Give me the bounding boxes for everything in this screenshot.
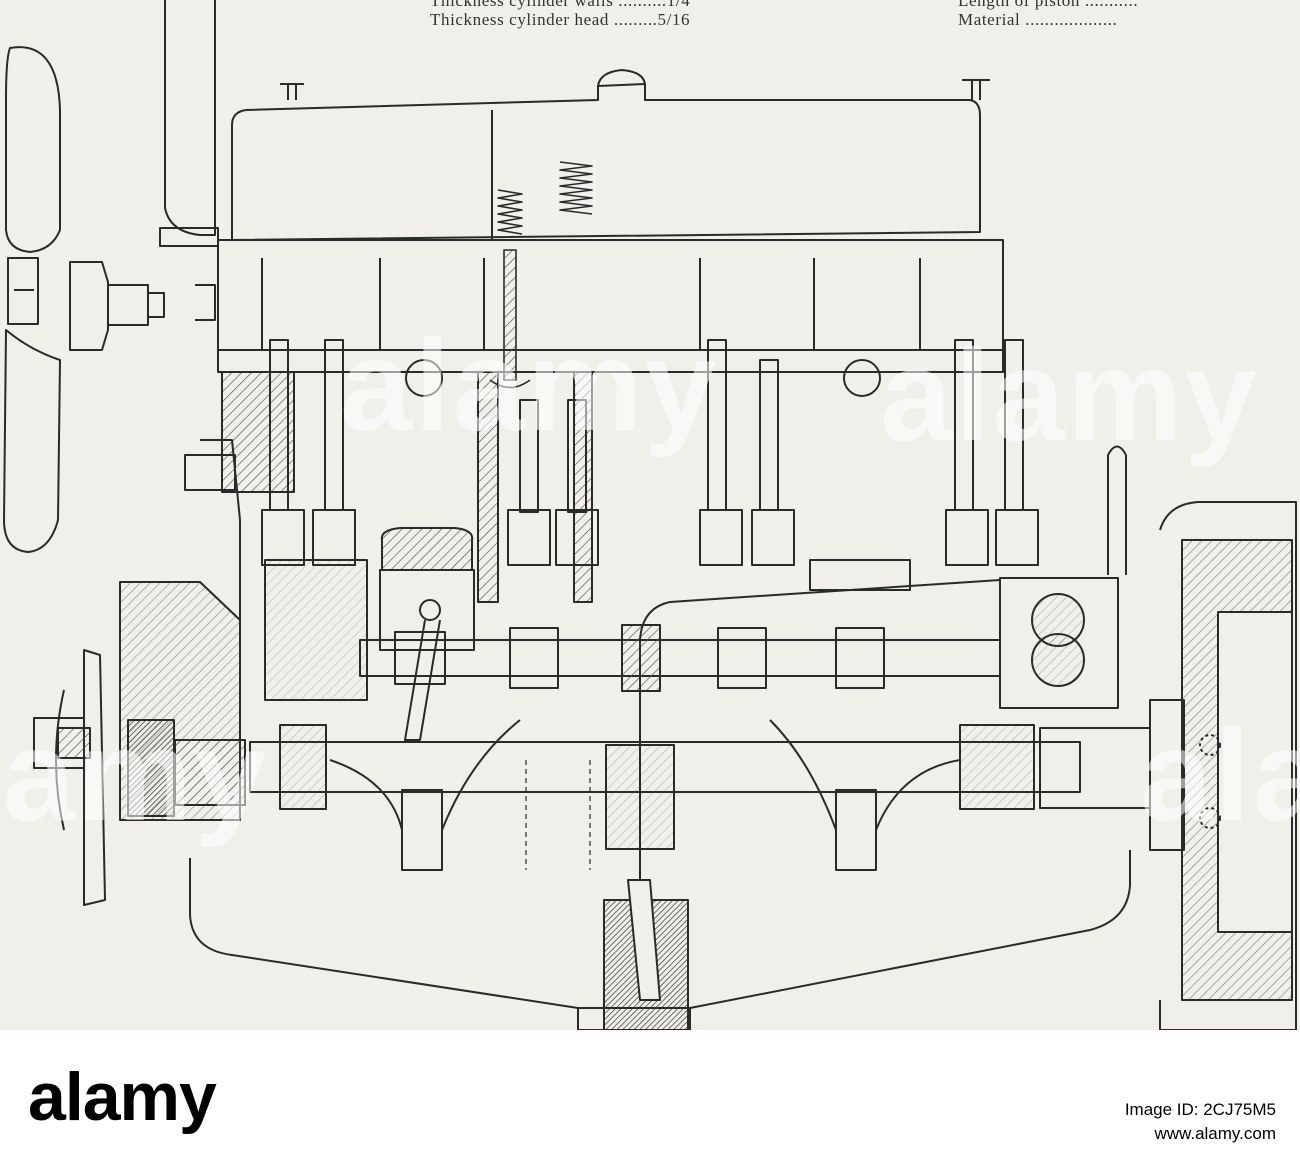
image-id-label: Image ID: 2CJ75M5	[1124, 1100, 1276, 1119]
oil-pan	[189, 850, 1131, 1030]
watermark-text: alamy	[0, 702, 269, 848]
oil-pump	[999, 445, 1127, 709]
oil-dipstick-tube	[639, 579, 1001, 880]
spec-label: Length of piston	[958, 0, 1080, 10]
watermark-text: alamy	[880, 322, 1259, 468]
spec-value: 1/4	[666, 0, 691, 10]
spec-label: Thickness cylinder walls	[430, 0, 614, 10]
spec-row-piston-length: Length of piston ...........	[958, 0, 1138, 10]
crankshaft	[249, 719, 1151, 871]
pistons	[379, 527, 911, 741]
valve-springs	[489, 161, 593, 389]
spec-value: 5/16	[657, 10, 691, 29]
watermark-text: alamy	[340, 312, 719, 458]
spec-row-material: Material ...................	[958, 10, 1118, 29]
alamy-logo: alamy	[28, 1059, 217, 1135]
engine-drawing-scan: Thickness cylinder walls ..........1/4 T…	[0, 0, 1300, 1030]
valve-cover	[231, 69, 990, 241]
engine-cross-section-drawing	[3, 0, 1297, 1030]
valve-tappets	[261, 339, 1039, 566]
fan-assembly	[3, 46, 165, 553]
footer-bar	[0, 1030, 1300, 1174]
spec-label: Material	[958, 10, 1021, 29]
alamy-url-link[interactable]: www.alamy.com	[1154, 1124, 1276, 1143]
spec-row-cylinder-head: Thickness cylinder head .........5/16	[430, 10, 691, 29]
watermark-text: alamy	[1140, 702, 1300, 848]
camshaft	[264, 559, 1001, 701]
spec-row-cylinder-walls: Thickness cylinder walls ..........1/4	[430, 0, 690, 10]
spec-label: Thickness cylinder head	[430, 10, 610, 29]
radiator-hose	[164, 0, 216, 236]
crankshaft-pulley	[33, 649, 246, 906]
flywheel	[1149, 501, 1297, 1030]
